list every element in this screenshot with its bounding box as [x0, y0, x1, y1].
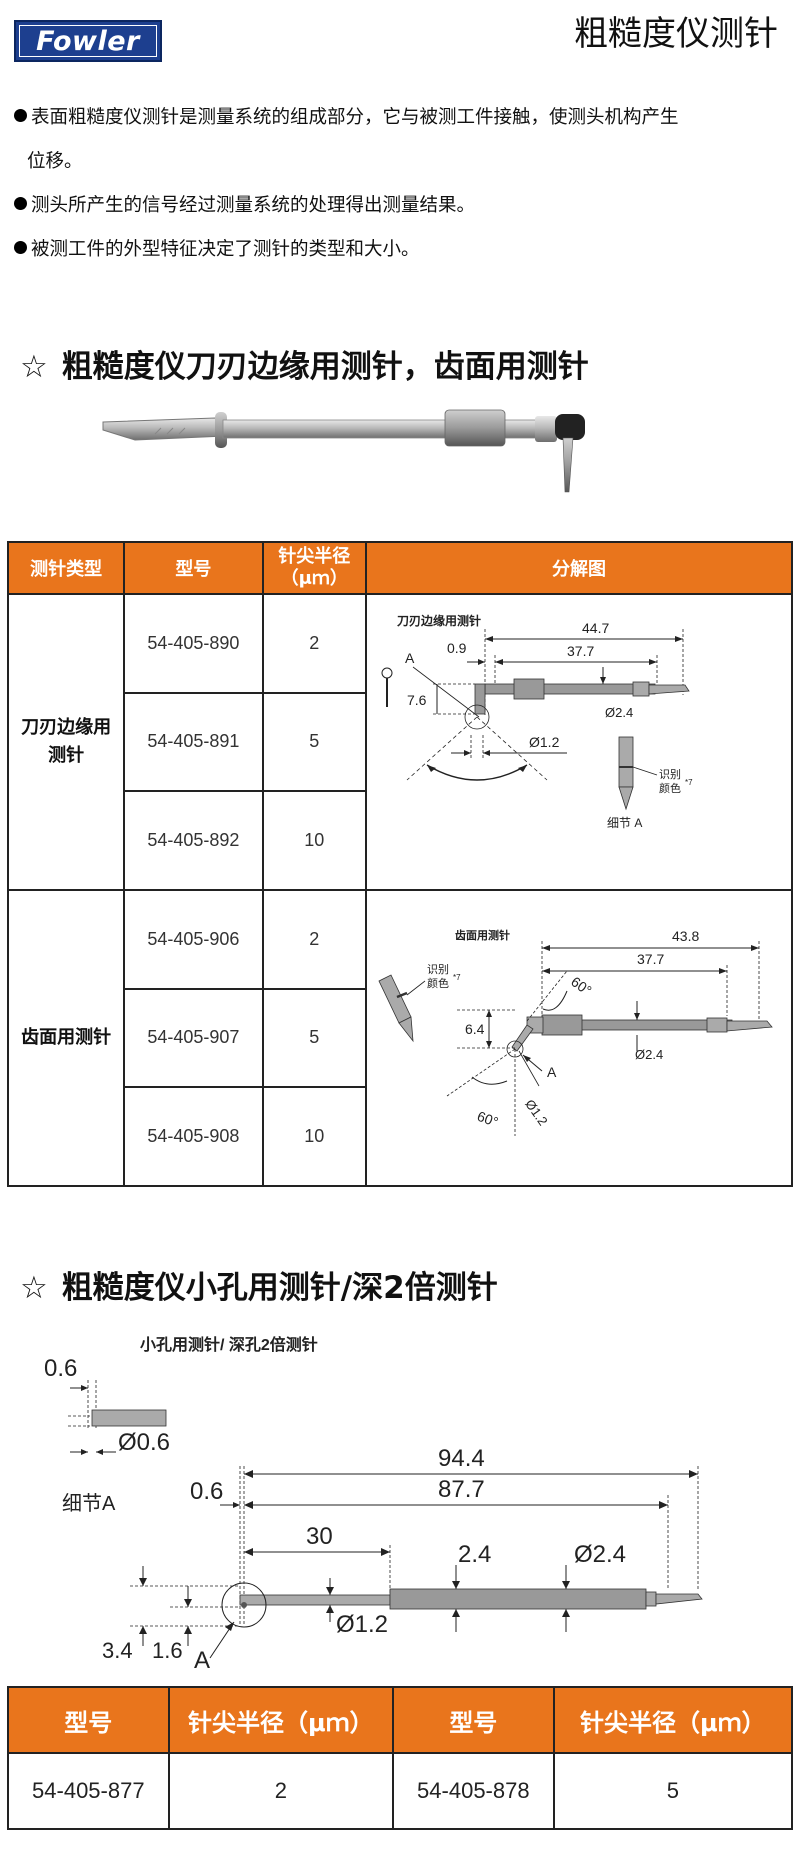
dim-tip: Ø1.2	[336, 1611, 388, 1638]
detail-dia: Ø0.6	[118, 1429, 170, 1456]
header-diagram: 分解图	[365, 541, 793, 595]
model-cell: 54-405-890	[123, 593, 264, 694]
radius-cell: 10	[261, 1086, 367, 1187]
dim-tip: Ø1.2	[529, 734, 560, 750]
stylus-photo	[102, 409, 585, 493]
bullet-dot-icon	[14, 241, 27, 254]
angle-bottom: 60°	[475, 1108, 500, 1130]
dim-total: 44.7	[582, 620, 609, 636]
dim-step: 2.4	[458, 1541, 491, 1568]
dim-16: 1.6	[152, 1638, 183, 1663]
page-title: 粗糙度仪测针	[574, 14, 778, 54]
label-a: A	[405, 650, 415, 666]
tooth-face-diagram: 齿面用测针 43.8 37.7	[378, 928, 773, 1136]
dim-body: 37.7	[567, 643, 594, 659]
model-cell: 54-405-908	[123, 1086, 264, 1187]
stylus-type-cell: 刀刃边缘用 测针	[6, 593, 126, 891]
radius-cell: 5	[261, 691, 367, 793]
header-tip-radius: 针尖半径（μｍ）	[167, 1686, 395, 1754]
color-label-2: 颜色	[659, 781, 681, 795]
color-sup: *7	[453, 973, 461, 982]
dim-height: 7.6	[407, 692, 427, 708]
color-label-2: 颜色	[427, 976, 449, 990]
section2-title: ☆粗糙度仪小孔用测针/深2倍测针	[20, 1270, 498, 1306]
dim-tip: Ø1.2	[522, 1097, 550, 1129]
knife-edge-diagram: 刀刃边缘用测针 44.7 37.7 0.9 A	[381, 613, 693, 830]
stylus-type-cell: 齿面用测针	[6, 889, 126, 1187]
diagram-cell-knife-edge: 刀刃边缘用测针 44.7 37.7 0.9 A	[365, 593, 793, 891]
model-cell: 54-405-877	[7, 1752, 170, 1830]
radius-cell: 2	[261, 593, 367, 694]
dim-30: 30	[306, 1523, 333, 1550]
table-row: 54-405-877 2 54-405-878 5	[7, 1752, 794, 1830]
label-a: A	[547, 1064, 557, 1080]
dim-total: 43.8	[672, 928, 699, 944]
table-row: 54-405-907 5	[8, 987, 792, 1089]
dim-body: 37.7	[637, 951, 664, 967]
dim-shaft: Ø2.4	[605, 705, 633, 720]
bullet-item: 测头所产生的信号经过测量系统的处理得出测量结果。	[14, 184, 794, 228]
dim-shaft: Ø2.4	[574, 1541, 626, 1568]
model-cell: 54-405-878	[392, 1752, 555, 1830]
dim-shaft: Ø2.4	[635, 1047, 663, 1062]
detail-label: 细节 A	[607, 816, 642, 830]
header-model: 型号	[392, 1686, 555, 1754]
header-model: 型号	[7, 1686, 170, 1754]
bullet-item: 被测工件的外型特征决定了测针的类型和大小。	[14, 228, 794, 272]
color-label-1: 识别	[427, 963, 449, 976]
radius-cell: 10	[261, 790, 367, 891]
label-a: A	[194, 1647, 210, 1674]
model-cell: 54-405-892	[123, 790, 264, 891]
color-label-1: 识别	[659, 768, 681, 781]
star-icon: ☆	[20, 349, 48, 385]
diagram-title: 齿面用测针	[455, 928, 510, 942]
header-tip-radius: 针尖半径 （μｍ）	[261, 541, 367, 595]
bullet-item-continued: 位移。	[27, 151, 83, 172]
diagram-cell-tooth-face: 齿面用测针 43.8 37.7	[365, 889, 793, 1187]
model-cell: 54-405-907	[123, 987, 264, 1089]
table-row: 刀刃边缘用 测针 54-405-890 2 刀刃边缘用测针 44.7 37.7	[6, 593, 793, 891]
radius-cell: 2	[261, 889, 367, 990]
detail-label: 细节A	[62, 1492, 116, 1515]
section1-title: ☆粗糙度仪刀刃边缘用测针，齿面用测针	[20, 349, 589, 385]
header-model: 型号	[123, 541, 264, 595]
dim-body: 87.7	[438, 1476, 485, 1503]
dim-offset: 0.6	[190, 1478, 223, 1505]
table-row: 54-405-891 5	[8, 691, 792, 793]
table-row: 齿面用测针 54-405-906 2 齿面用测针 43.8 37.7	[6, 889, 793, 1187]
bullet-item: 表面粗糙度仪测针是测量系统的组成部分，它与被测工件接触，使测头机构产生	[14, 96, 794, 140]
intro-bullets: 表面粗糙度仪测针是测量系统的组成部分，它与被测工件接触，使测头机构产生 位移。 …	[14, 96, 794, 272]
spec-table-2: 型号 针尖半径（μｍ） 型号 针尖半径（μｍ） 54-405-877 2 54-…	[7, 1686, 794, 1830]
table-row: 54-405-908 10	[8, 1086, 792, 1187]
diagram-title: 刀刃边缘用测针	[397, 613, 481, 628]
radius-cell: 5	[552, 1752, 794, 1830]
angle-top: 60°	[568, 973, 595, 998]
star-icon: ☆	[20, 1270, 48, 1306]
diagram-title: 小孔用测针/ 深孔2倍测针	[140, 1335, 318, 1354]
table-row: 54-405-892 10	[8, 790, 792, 891]
spec-table-1: 测针类型 型号 针尖半径 （μｍ） 分解图 刀刃边缘用 测针 54-405-89…	[6, 541, 793, 1187]
model-cell: 54-405-891	[123, 691, 264, 793]
dim-total: 94.4	[438, 1445, 485, 1472]
header-tip-radius: 针尖半径（μｍ）	[552, 1686, 794, 1754]
dim-34: 3.4	[102, 1638, 133, 1663]
header-stylus-type: 测针类型	[6, 541, 126, 595]
logo-text: Fowler	[19, 25, 157, 57]
radius-cell: 2	[167, 1752, 395, 1830]
bullet-dot-icon	[14, 197, 27, 210]
color-sup: *7	[685, 778, 693, 787]
model-cell: 54-405-906	[123, 889, 264, 990]
bullet-dot-icon	[14, 109, 27, 122]
dim-height: 6.4	[465, 1021, 485, 1037]
fowler-logo: Fowler	[14, 20, 162, 62]
detail-offset: 0.6	[44, 1355, 77, 1382]
dim-offset: 0.9	[447, 640, 467, 656]
small-hole-diagram: 小孔用测针/ 深孔2倍测针 0.6 Ø0.6 细节A 94.4 87.7 0.6…	[44, 1335, 703, 1674]
radius-cell: 5	[261, 987, 367, 1089]
